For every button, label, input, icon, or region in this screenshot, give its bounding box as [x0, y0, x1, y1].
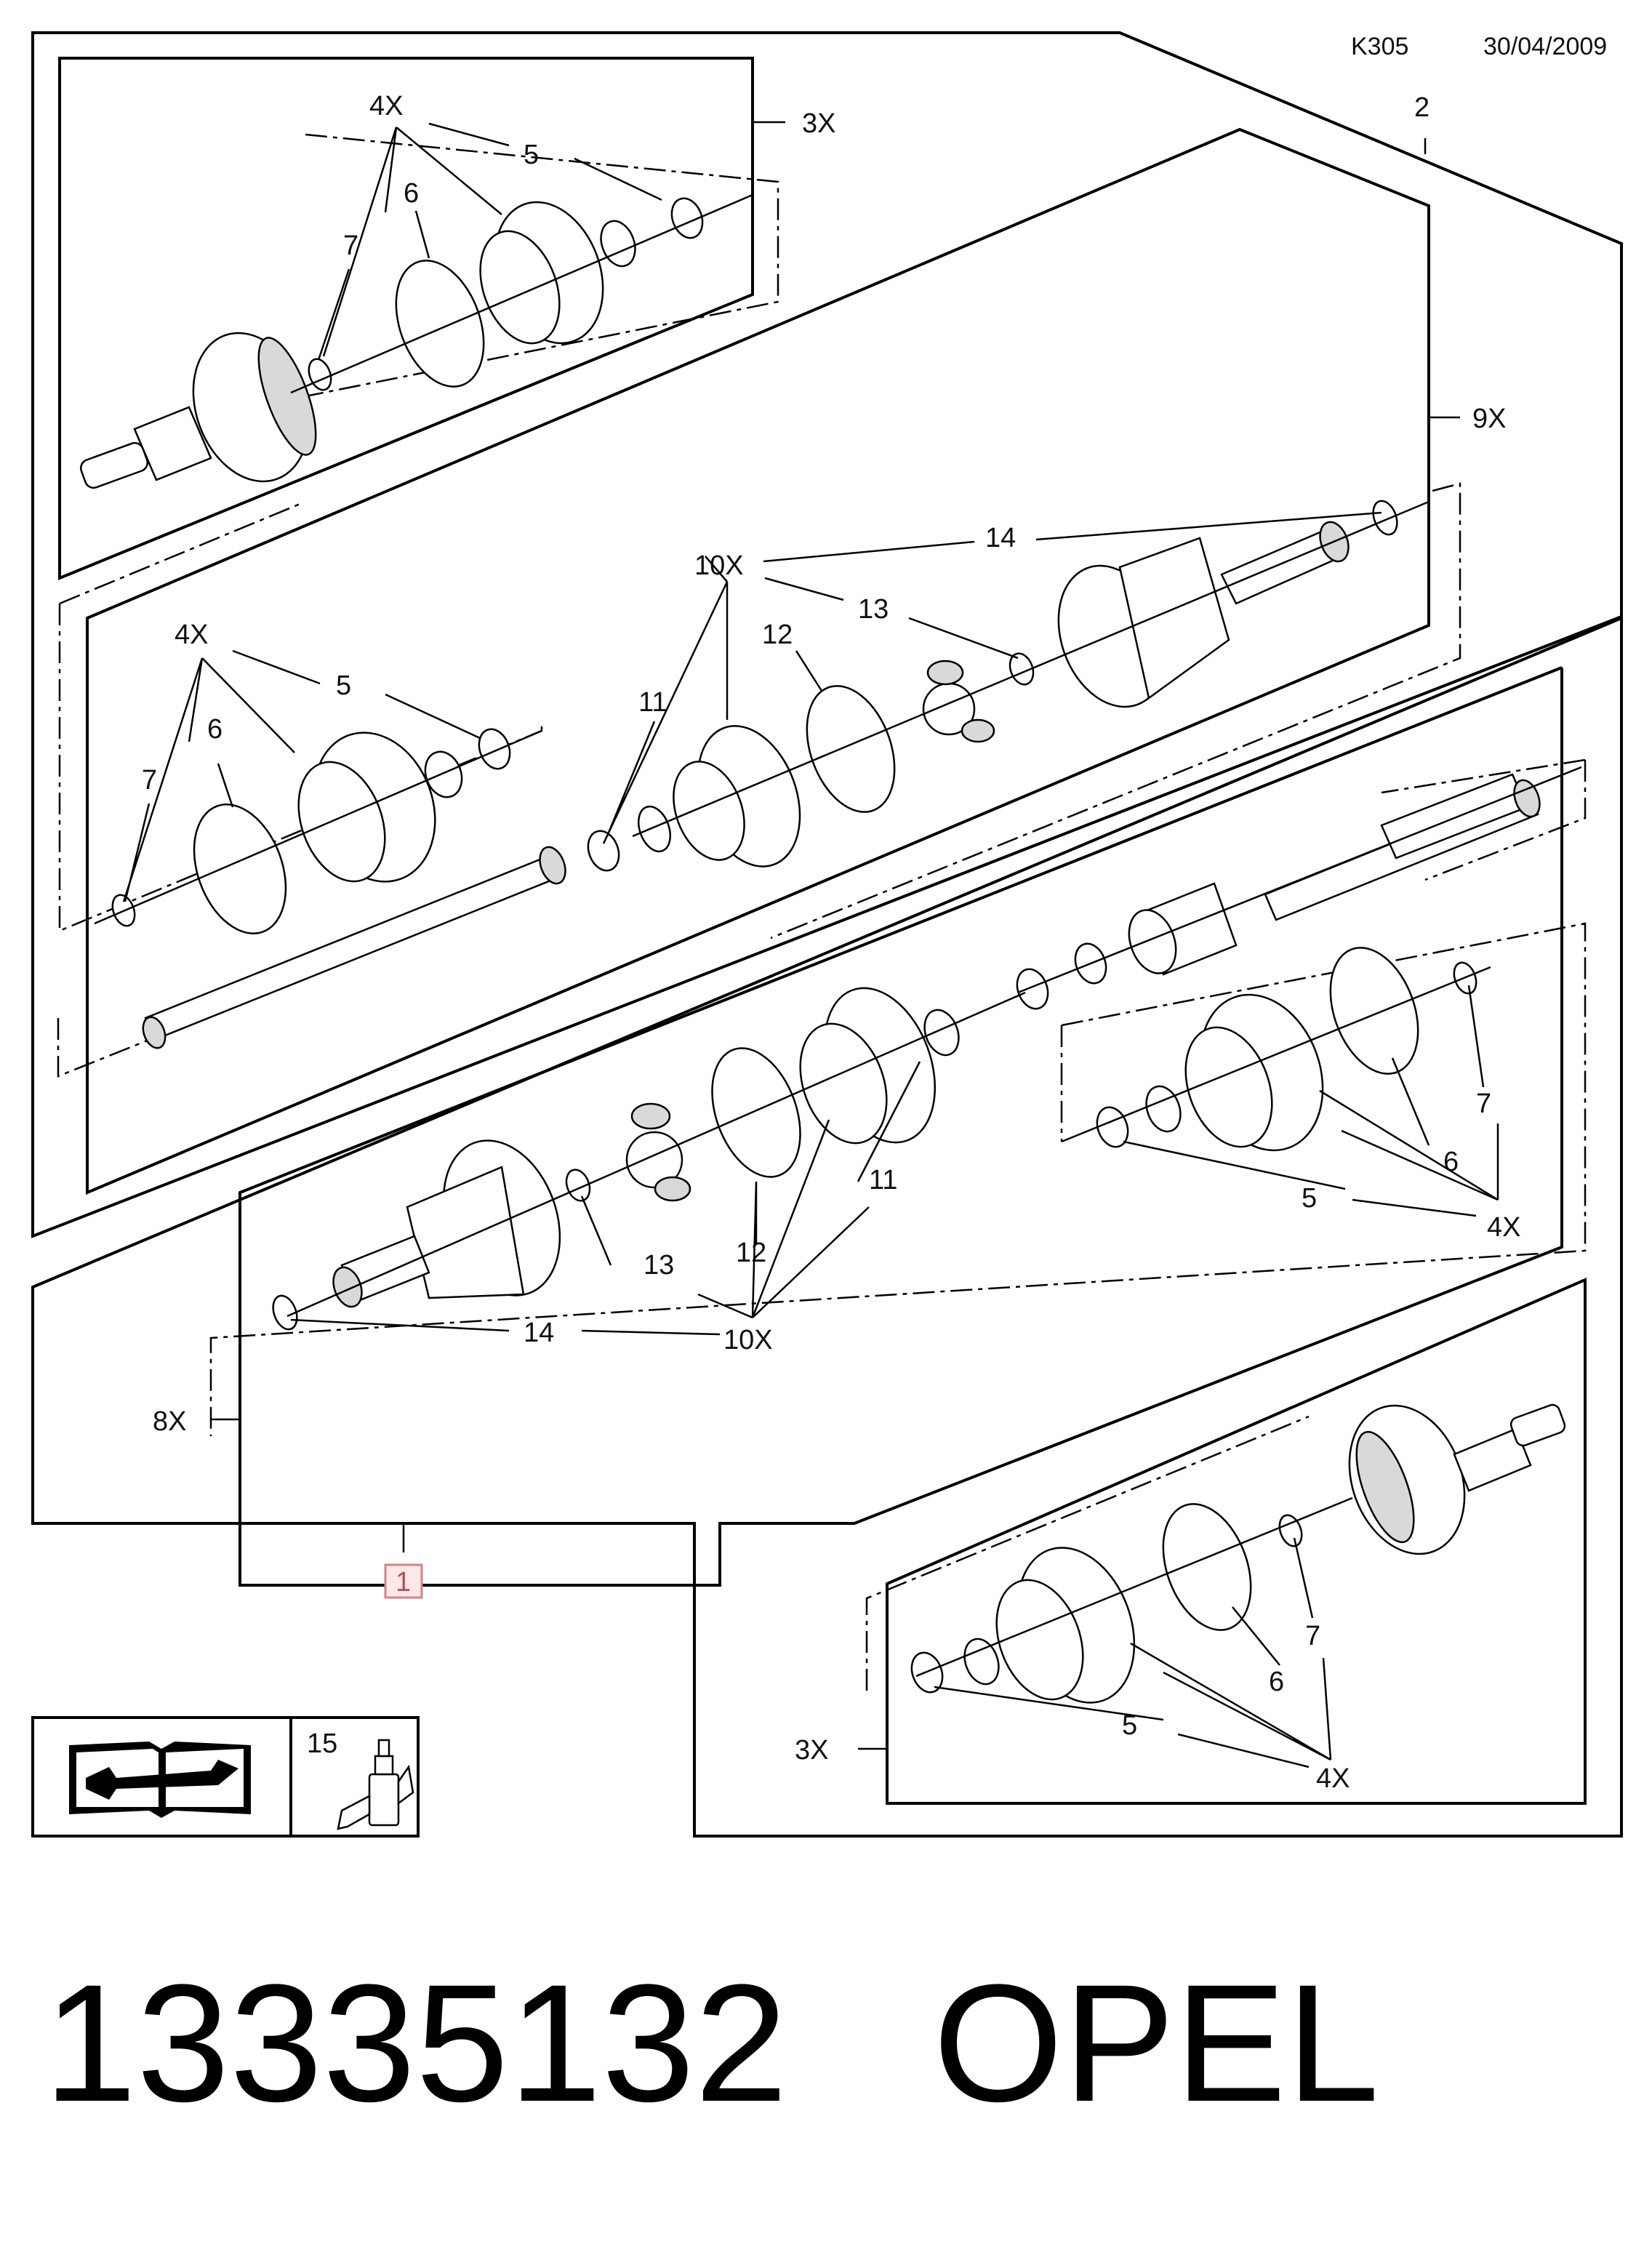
- label-13-b: 13: [643, 1250, 674, 1281]
- circlip-right: [272, 1294, 298, 1331]
- band-large-left: [395, 260, 485, 388]
- part-number: 13335132: [44, 1950, 788, 2136]
- label-6-a: 6: [404, 178, 419, 209]
- tripod-right: [625, 1102, 691, 1202]
- label-6-d: 6: [1269, 1667, 1284, 1697]
- group-outline-outer-joint-left: [305, 133, 779, 398]
- label-9x: 9X: [1472, 404, 1506, 434]
- tripod-mid: [922, 660, 995, 743]
- label-1: 1: [396, 1567, 411, 1598]
- repair-manual-icon: [69, 1742, 251, 1818]
- circlip-small-right: [565, 1169, 591, 1202]
- footer: 13335132 OPEL: [44, 1934, 1607, 2152]
- label-6-c: 6: [1443, 1147, 1459, 1177]
- group-outline-inner-joint-left: [58, 502, 543, 932]
- label-5-a: 5: [524, 140, 539, 170]
- label-4x-d: 4X: [1316, 1763, 1350, 1794]
- inner-joint-housing-mid: [1057, 521, 1350, 708]
- group-outline-outer-joint-right: [209, 922, 1587, 1436]
- upper-outer-frame: [31, 31, 1623, 1238]
- intermediate-shaft-left: [142, 846, 566, 1049]
- band-large-bottom: [1162, 1503, 1252, 1631]
- damper-right: [1128, 882, 1238, 976]
- band-inner-large-mid: [806, 685, 896, 813]
- band-small-left: [308, 358, 332, 391]
- label-4x-b: 4X: [175, 620, 208, 650]
- inner-boot-right: [799, 987, 960, 1145]
- label-5-c: 5: [1302, 1183, 1317, 1214]
- inner-joint-housing-right: [332, 1139, 561, 1308]
- label-14-b: 14: [524, 1318, 554, 1348]
- outer-boot-mid-left: [297, 732, 463, 883]
- outer-cv-joint-left: [80, 332, 317, 489]
- group-outline-shaft-right: [1381, 758, 1587, 881]
- band-large-right: [1329, 947, 1419, 1075]
- label-12-a: 12: [762, 620, 793, 650]
- label-7-c: 7: [1476, 1089, 1491, 1119]
- box-left-shaft: [86, 127, 1430, 1195]
- box-outer-joint-right: [886, 1277, 1587, 1805]
- outer-boot-right: [1145, 993, 1324, 1152]
- circlip-mid: [1372, 500, 1398, 536]
- brand-name: OPEL: [933, 1950, 1379, 2136]
- label-10x-b: 10X: [723, 1325, 773, 1355]
- box-outer-joint-left: [58, 57, 754, 580]
- grease-tube-icon: [337, 1739, 414, 1830]
- band-inner-small-mid: [587, 830, 620, 872]
- label-8x: 8X: [153, 1406, 186, 1437]
- sheet-date: 30/04/2009: [1483, 33, 1607, 60]
- label-15: 15: [307, 1728, 337, 1759]
- label-4x-a: 4X: [369, 91, 403, 121]
- label-10x-a: 10X: [694, 550, 744, 581]
- lower-outer-frame: [31, 615, 1623, 1838]
- clamp-left: [670, 197, 704, 239]
- outer-boot-bottom: [963, 1547, 1136, 1704]
- intermediate-shaft-right: [1264, 773, 1541, 921]
- label-7-d: 7: [1305, 1621, 1320, 1651]
- label-3x-top: 3X: [802, 108, 835, 139]
- label-13-a: 13: [858, 594, 889, 625]
- label-12-b: 12: [736, 1238, 766, 1268]
- band-large-mid-left: [193, 804, 287, 934]
- clamp-mid-left: [478, 728, 511, 770]
- label-7-a: 7: [343, 231, 358, 261]
- box-right-shaft: [238, 666, 1563, 1587]
- label-5-b: 5: [336, 670, 351, 701]
- assembly-callout-box: [384, 1563, 423, 1599]
- label-11-a: 11: [638, 687, 667, 718]
- label-14-a: 14: [985, 523, 1016, 553]
- label-5-d: 5: [1122, 1710, 1137, 1741]
- band-small-bottom: [1278, 1514, 1303, 1547]
- label-4x-c: 4X: [1487, 1212, 1520, 1243]
- band-inner-large-right: [711, 1047, 801, 1178]
- clamp-right-b: [1016, 968, 1049, 1010]
- circlip-small-mid: [1009, 652, 1035, 686]
- lubricant-box: [289, 1716, 420, 1838]
- label-2: 2: [1414, 92, 1430, 123]
- label-3x-bottom: 3X: [795, 1735, 828, 1766]
- label-11-b: 11: [869, 1165, 897, 1195]
- label-6-b: 6: [207, 714, 222, 745]
- label-7-b: 7: [142, 765, 157, 796]
- outer-cv-joint-right: [1348, 1403, 1566, 1555]
- sheet-code: K305: [1351, 33, 1408, 60]
- inner-boot-mid: [638, 725, 801, 867]
- outer-boot-left: [479, 201, 636, 345]
